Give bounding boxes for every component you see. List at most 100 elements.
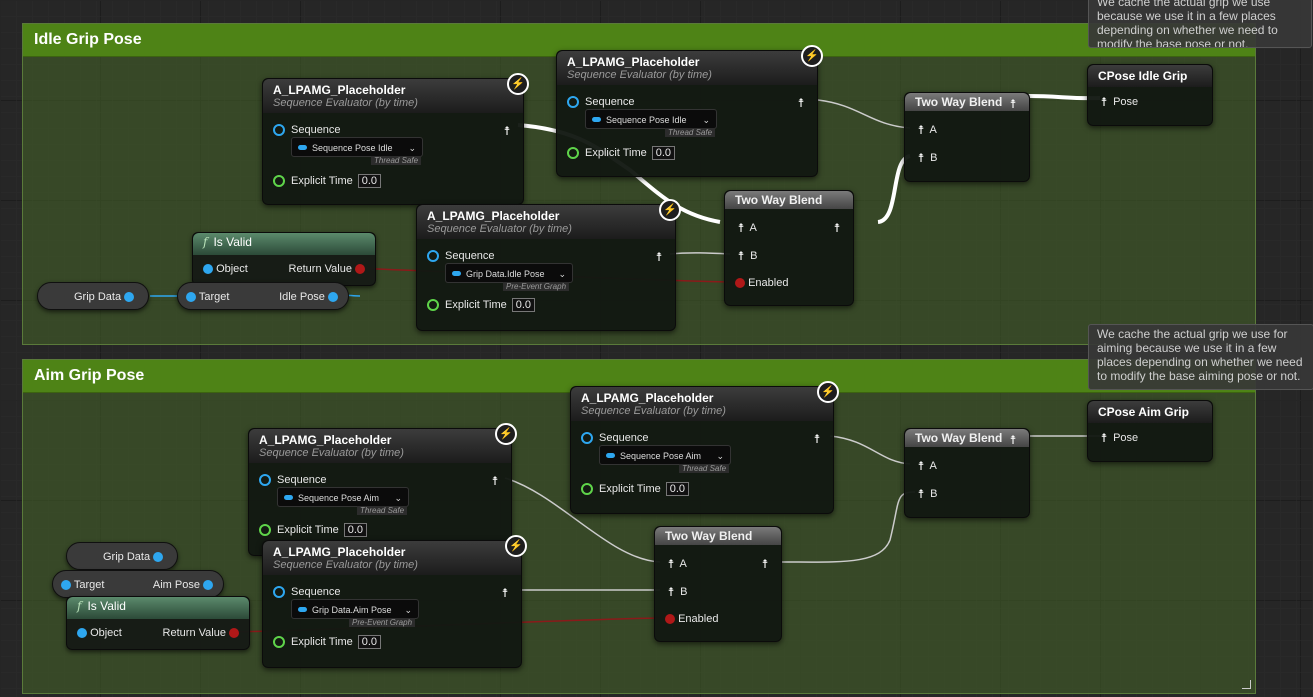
two-way-blend-node[interactable]: Two Way Blend ☨ A ☨ ☨ B Enabled: [654, 526, 782, 642]
sequence-evaluator-node[interactable]: A_LPAMG_Placeholder Sequence Evaluator (…: [248, 423, 517, 556]
cached-pose-node[interactable]: CPose Idle Grip ☨ Pose: [1087, 64, 1213, 126]
sequence-dropdown[interactable]: Grip Data.Idle Pose⌄: [445, 263, 573, 283]
sequence-evaluator-node[interactable]: A_LPAMG_Placeholder Sequence Evaluator (…: [556, 45, 823, 177]
pin-icon[interactable]: [581, 432, 593, 445]
node-header: A_LPAMG_Placeholder Sequence Evaluator (…: [557, 51, 817, 85]
blend-pin-b[interactable]: ☨ B: [665, 585, 688, 599]
pin-icon[interactable]: [427, 250, 439, 263]
blend-enabled-pin[interactable]: Enabled: [735, 277, 788, 289]
object-pin[interactable]: Object: [77, 627, 122, 639]
pin-icon[interactable]: [581, 483, 593, 496]
pin-icon[interactable]: [427, 299, 439, 312]
pose-output-pin[interactable]: ☨: [489, 474, 501, 488]
pose-pin-icon: ☨: [917, 459, 925, 473]
pose-pin-icon: ☨: [491, 474, 499, 488]
sequence-evaluator-node[interactable]: A_LPAMG_Placeholder Sequence Evaluator (…: [262, 535, 527, 668]
pre-event-graph-tag: Pre-Event Graph: [503, 282, 570, 291]
explicit-time-field[interactable]: 0.0: [357, 635, 382, 649]
blend-pin-a[interactable]: ☨ A: [915, 123, 937, 137]
pin-icon[interactable]: [259, 524, 271, 537]
pin-icon[interactable]: [273, 586, 285, 599]
pin-icon[interactable]: [567, 96, 579, 109]
sequence-pin-row[interactable]: Sequence: [273, 586, 341, 599]
pin-icon: [61, 580, 71, 591]
blend-output-pin[interactable]: ☨: [1007, 433, 1019, 447]
pin-icon[interactable]: [273, 175, 285, 188]
pose-output-pin[interactable]: ☨: [795, 96, 807, 110]
pin-b-label: B: [930, 487, 938, 500]
pose-output-pin[interactable]: ☨: [501, 124, 513, 138]
dropdown-value: Sequence Pose Aim: [298, 493, 380, 503]
pin-icon[interactable]: [259, 474, 271, 487]
return-value-pin[interactable]: Return Value: [163, 627, 239, 639]
explicit-time-field[interactable]: 0.0: [651, 146, 676, 160]
grip-data-variable[interactable]: Grip Data: [66, 542, 178, 570]
two-way-blend-node[interactable]: Two Way Blend ☨ A ☨ ☨ B: [904, 428, 1030, 518]
sequence-evaluator-node[interactable]: A_LPAMG_Placeholder Sequence Evaluator (…: [416, 199, 681, 331]
idle-pose-getter[interactable]: Target Idle Pose: [177, 282, 349, 310]
sequence-label: Sequence: [277, 474, 327, 486]
explicit-time-field[interactable]: 0.0: [357, 174, 382, 188]
pose-pin-icon: ☨: [503, 124, 511, 138]
pose-output-pin[interactable]: ☨: [811, 432, 823, 446]
return-value-pin[interactable]: Return Value: [289, 263, 365, 275]
blend-output-pin[interactable]: ☨: [759, 557, 771, 571]
explicit-time-field[interactable]: 0.0: [665, 482, 690, 496]
blend-output-pin[interactable]: ☨: [831, 221, 843, 235]
blend-pin-a[interactable]: ☨ A: [735, 221, 757, 235]
sequence-evaluator-node[interactable]: A_LPAMG_Placeholder Sequence Evaluator (…: [262, 73, 529, 205]
lightning-icon: ⚡: [495, 423, 517, 445]
sequence-pin-row[interactable]: Sequence: [581, 432, 649, 445]
two-way-blend-node[interactable]: Two Way Blend ☨ A ☨ ☨ B Enabled: [724, 190, 854, 306]
pose-pin-icon: ☨: [655, 250, 663, 264]
sequence-dropdown[interactable]: Grip Data.Aim Pose⌄: [291, 599, 419, 619]
blend-pin-b[interactable]: ☨ B: [915, 151, 938, 165]
sequence-pin-row[interactable]: Sequence: [567, 96, 635, 109]
blend-pin-b[interactable]: ☨ B: [735, 249, 758, 263]
sequence-pin-row[interactable]: Sequence: [427, 250, 495, 263]
blend-pin-a[interactable]: ☨ A: [915, 459, 937, 473]
idle-pose-pin[interactable]: Idle Pose: [279, 291, 338, 303]
object-pin[interactable]: Object: [203, 263, 248, 275]
sequence-pin-row[interactable]: Sequence: [259, 474, 327, 487]
two-way-blend-node[interactable]: Two Way Blend ☨ A ☨ ☨ B: [904, 92, 1030, 182]
sequence-dropdown[interactable]: Sequence Pose Aim⌄: [277, 487, 409, 507]
blend-enabled-pin[interactable]: Enabled: [665, 613, 718, 625]
explicit-time-field[interactable]: 0.0: [343, 523, 368, 537]
object-label: Object: [90, 627, 122, 639]
dropdown-value: Sequence Pose Idle: [606, 115, 687, 125]
sequence-pin-row[interactable]: Sequence: [273, 124, 341, 137]
cached-pose-node[interactable]: CPose Aim Grip ☨ Pose: [1087, 400, 1213, 462]
target-pin[interactable]: Target: [186, 291, 229, 303]
aim-pose-getter[interactable]: Target Aim Pose: [52, 570, 224, 598]
pose-pin[interactable]: ☨ Pose: [1098, 95, 1138, 109]
blend-pin-a[interactable]: ☨ A: [665, 557, 687, 571]
pin-icon[interactable]: [567, 147, 579, 160]
pin-icon[interactable]: [273, 124, 285, 137]
pin-icon[interactable]: [273, 636, 285, 649]
sequence-dropdown[interactable]: Sequence Pose Idle⌄: [585, 109, 717, 129]
grip-data-label: Grip Data: [74, 291, 122, 303]
pose-pin[interactable]: ☨ Pose: [1098, 431, 1138, 445]
node-title: Two Way Blend: [915, 431, 1003, 445]
sequence-evaluator-node[interactable]: A_LPAMG_Placeholder Sequence Evaluator (…: [570, 381, 839, 514]
target-pin[interactable]: Target: [61, 579, 104, 591]
sequence-dropdown[interactable]: Sequence Pose Idle⌄: [291, 137, 423, 157]
blend-pin-b[interactable]: ☨ B: [915, 487, 938, 501]
resize-handle[interactable]: [1242, 680, 1251, 689]
blend-output-pin[interactable]: ☨: [1007, 97, 1019, 111]
pose-output-pin[interactable]: ☨: [499, 586, 511, 600]
aim-pose-pin[interactable]: Aim Pose: [153, 579, 213, 591]
sequence-dropdown[interactable]: Sequence Pose Aim⌄: [599, 445, 731, 465]
grip-data-variable[interactable]: Grip Data: [37, 282, 149, 310]
pose-output-pin[interactable]: ☨: [653, 250, 665, 264]
explicit-time-field[interactable]: 0.0: [511, 298, 536, 312]
